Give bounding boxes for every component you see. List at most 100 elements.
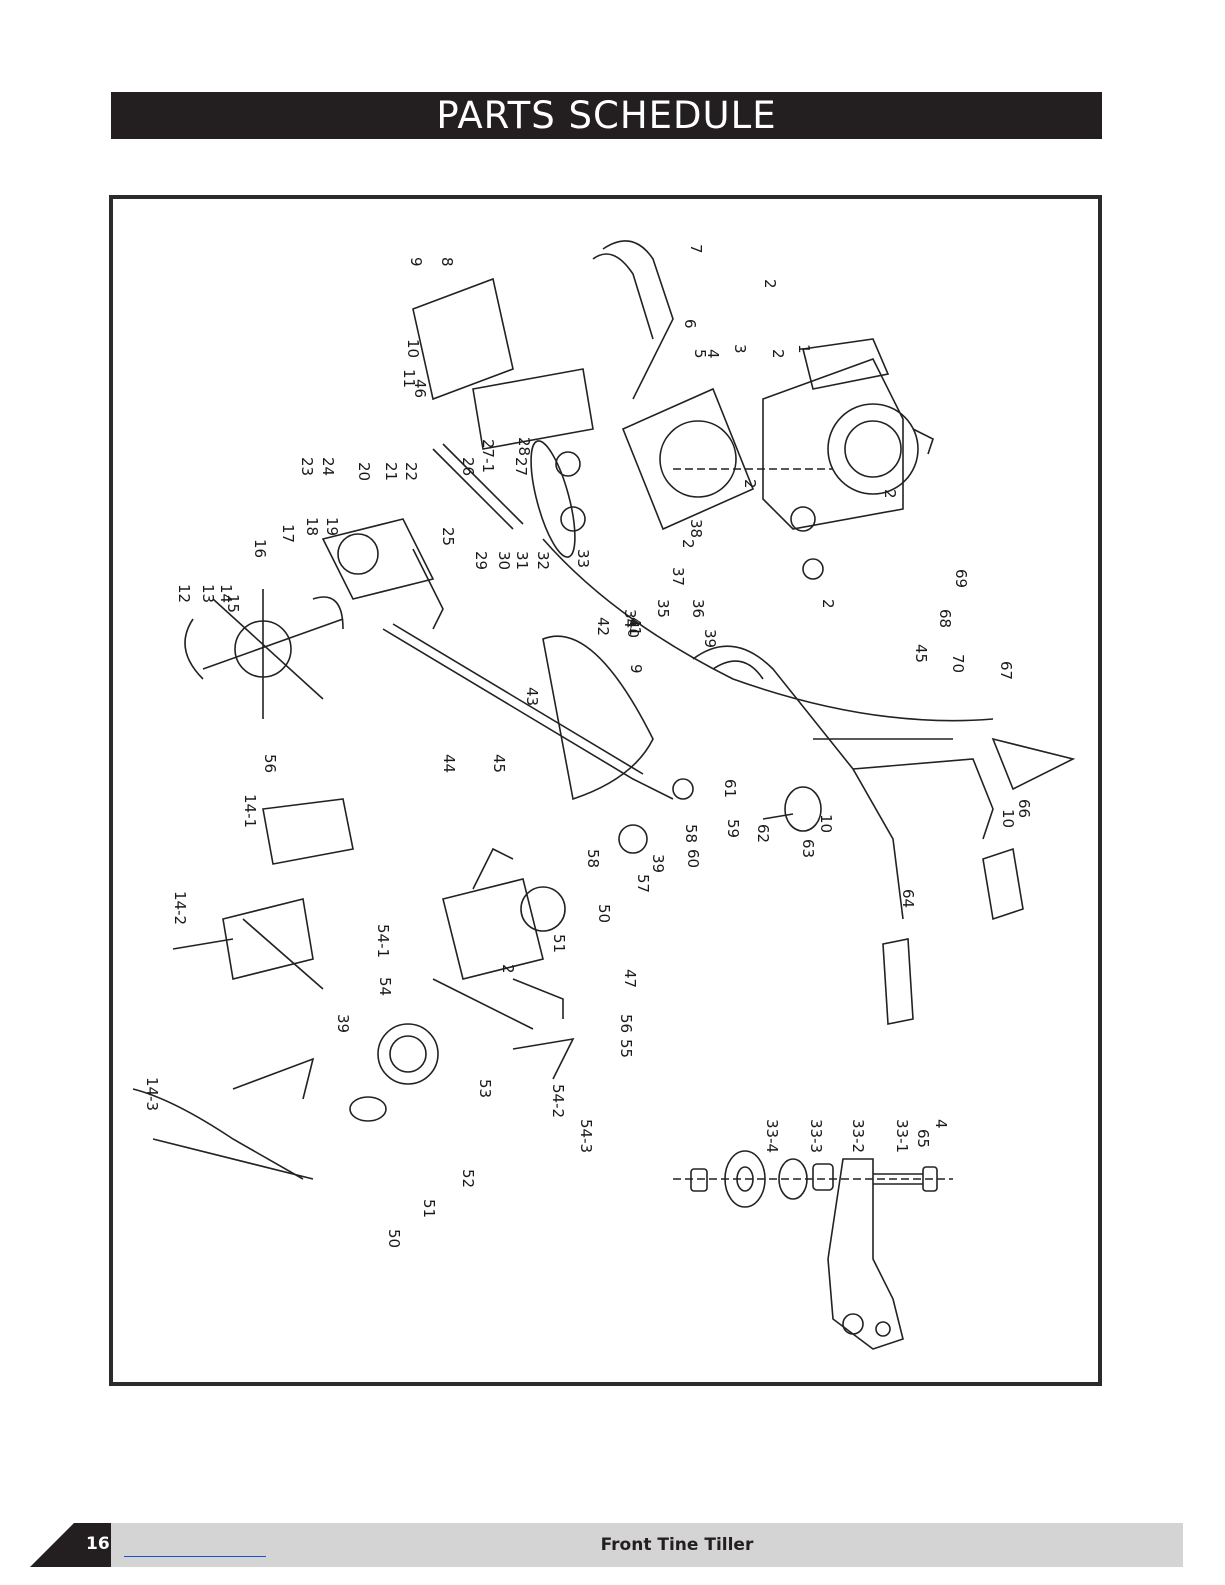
callout-65: 65 — [914, 1129, 932, 1148]
callout-2: 2 — [769, 349, 787, 359]
callout-66: 66 — [1015, 799, 1033, 818]
callout-9: 9 — [407, 257, 425, 267]
tine-plate-14-1 — [262, 798, 354, 865]
handlebar-lower — [692, 645, 904, 920]
page-tab-shape — [30, 1523, 111, 1567]
callout-43: 43 — [523, 687, 541, 706]
callout-2: 2 — [499, 964, 517, 974]
callout-14: 14 — [217, 584, 235, 603]
callout-59: 59 — [724, 819, 742, 838]
callout-8: 8 — [438, 257, 456, 267]
callout-28: 28 — [515, 437, 533, 456]
callout-56: 56 — [617, 1014, 635, 1033]
callout-6: 6 — [681, 319, 699, 329]
drawing-lines — [132, 240, 1076, 1350]
transport-wheel — [377, 1023, 439, 1085]
callout-38: 38 — [687, 519, 705, 538]
callout-33-4: 33-4 — [763, 1119, 781, 1153]
callout-51: 51 — [550, 934, 568, 953]
callout-2: 2 — [819, 599, 837, 609]
callout-54-1: 54-1 — [374, 924, 392, 958]
footer-title: Front Tine Tiller — [600, 1535, 754, 1555]
callout-67: 67 — [997, 661, 1015, 680]
callout-60: 60 — [684, 849, 702, 868]
callout-4: 4 — [932, 1119, 950, 1129]
callout-30: 30 — [495, 551, 513, 570]
callout-2: 2 — [761, 279, 779, 289]
callout-10: 10 — [817, 814, 835, 833]
wheel-disc-50 — [520, 886, 566, 932]
callout-20: 20 — [355, 462, 373, 481]
callout-33-2: 33-2 — [849, 1119, 867, 1153]
callout-3: 3 — [731, 344, 749, 354]
engine-mount-plate — [621, 387, 755, 531]
callout-14-3: 14-3 — [143, 1077, 161, 1111]
callout-45: 45 — [912, 644, 930, 663]
callout-29: 29 — [472, 551, 490, 570]
callout-56: 56 — [261, 754, 279, 773]
callout-40: 40 — [624, 619, 642, 638]
callout-34: 34 — [621, 609, 639, 628]
callout-68: 68 — [936, 609, 954, 628]
callout-37: 37 — [669, 567, 687, 586]
engine-body — [762, 358, 904, 530]
callout-50: 50 — [595, 904, 613, 923]
callout-61: 61 — [721, 779, 739, 798]
page-title: PARTS SCHEDULE — [436, 94, 777, 137]
callout-24: 24 — [319, 457, 337, 476]
callout-18: 18 — [303, 517, 321, 536]
callout-22: 22 — [402, 462, 420, 481]
callout-13: 13 — [199, 584, 217, 603]
callout-33-1: 33-1 — [893, 1119, 911, 1153]
callout-54-2: 54-2 — [549, 1084, 567, 1118]
callout-42: 42 — [594, 617, 612, 636]
callout-16: 16 — [251, 539, 269, 558]
chassis — [472, 368, 594, 450]
page-title-banner: PARTS SCHEDULE — [111, 92, 1102, 139]
callout-23: 23 — [298, 457, 316, 476]
callout-33: 33 — [574, 549, 592, 568]
callout-17: 17 — [279, 524, 297, 543]
page-number-tab — [30, 1523, 111, 1567]
axle-tube — [382, 628, 674, 800]
wheel-bracket — [442, 878, 544, 980]
callout-58: 58 — [584, 849, 602, 868]
bracket-33-1 — [827, 1158, 904, 1350]
callout-46: 46 — [411, 379, 429, 398]
callout-11: 11 — [400, 369, 418, 388]
callout-21: 21 — [382, 462, 400, 481]
callout-44: 44 — [440, 754, 458, 773]
callout-14-2: 14-2 — [171, 891, 189, 925]
callout-2: 2 — [741, 479, 759, 489]
callout-47: 47 — [621, 969, 639, 988]
callout-5: 5 — [691, 349, 709, 359]
callout-55: 55 — [617, 1039, 635, 1058]
page-number: 16 — [86, 1534, 110, 1554]
callout-9: 9 — [627, 664, 645, 674]
callout-57: 57 — [634, 874, 652, 893]
throttle-cable — [542, 538, 994, 722]
callout-53: 53 — [476, 1079, 494, 1098]
callout-25: 25 — [439, 527, 457, 546]
transmission-housing — [321, 518, 435, 600]
callout-69: 69 — [952, 569, 970, 588]
callout-2: 2 — [881, 489, 899, 499]
callout-26: 26 — [459, 457, 477, 476]
footer-underline-link[interactable] — [124, 1556, 266, 1557]
callout-54: 54 — [376, 977, 394, 996]
parts-drawing: 122222223445678991010101112131414-114-21… — [132, 240, 1076, 1350]
callout-4: 4 — [704, 349, 722, 359]
footer-bar: Front Tine Tiller — [111, 1523, 1183, 1567]
callout-39: 39 — [334, 1014, 352, 1033]
callout-10: 10 — [999, 809, 1017, 828]
callout-27: 27 — [512, 457, 530, 476]
callout-58: 58 — [682, 824, 700, 843]
callout-27-1: 27-1 — [479, 439, 497, 473]
callout-35: 35 — [654, 599, 672, 618]
callout-41: 41 — [626, 617, 644, 636]
callout-50: 50 — [385, 1229, 403, 1248]
callout-52: 52 — [459, 1169, 477, 1188]
callout-7: 7 — [687, 244, 705, 254]
